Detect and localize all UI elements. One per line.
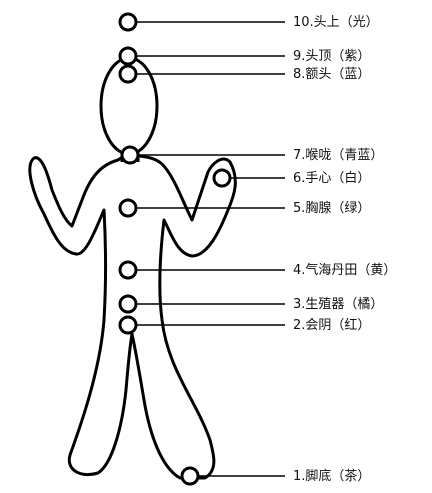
point-label-p6: 6.手心（白）: [293, 170, 370, 186]
point-marker-p9: [118, 46, 138, 66]
point-marker-p3: [118, 294, 138, 314]
point-label-p10: 10.头上（光）: [293, 15, 379, 30]
point-marker-p6: [212, 168, 232, 188]
point-marker-p4: [118, 260, 138, 280]
point-marker-p1: [180, 466, 200, 486]
point-marker-p2: [118, 315, 138, 335]
point-label-p4: 4.气海丹田（黄）: [293, 262, 396, 278]
point-label-p3: 3.生殖器（橘）: [293, 296, 383, 312]
body-outline: [28, 154, 237, 480]
point-label-p9: 9.头顶（紫）: [293, 49, 370, 64]
point-label-p5: 5.胸腺（绿）: [293, 201, 370, 216]
point-marker-p10: [118, 12, 138, 32]
point-label-p1: 1.脚底（茶）: [293, 468, 370, 484]
point-marker-p5: [118, 198, 138, 218]
point-marker-p7: [120, 145, 140, 165]
point-marker-p8: [118, 64, 138, 84]
point-label-p8: 8.额头（蓝）: [293, 67, 370, 82]
point-label-p7: 7.喉咙（青蓝）: [293, 148, 383, 163]
point-label-p2: 2.会阴（红）: [293, 317, 370, 333]
